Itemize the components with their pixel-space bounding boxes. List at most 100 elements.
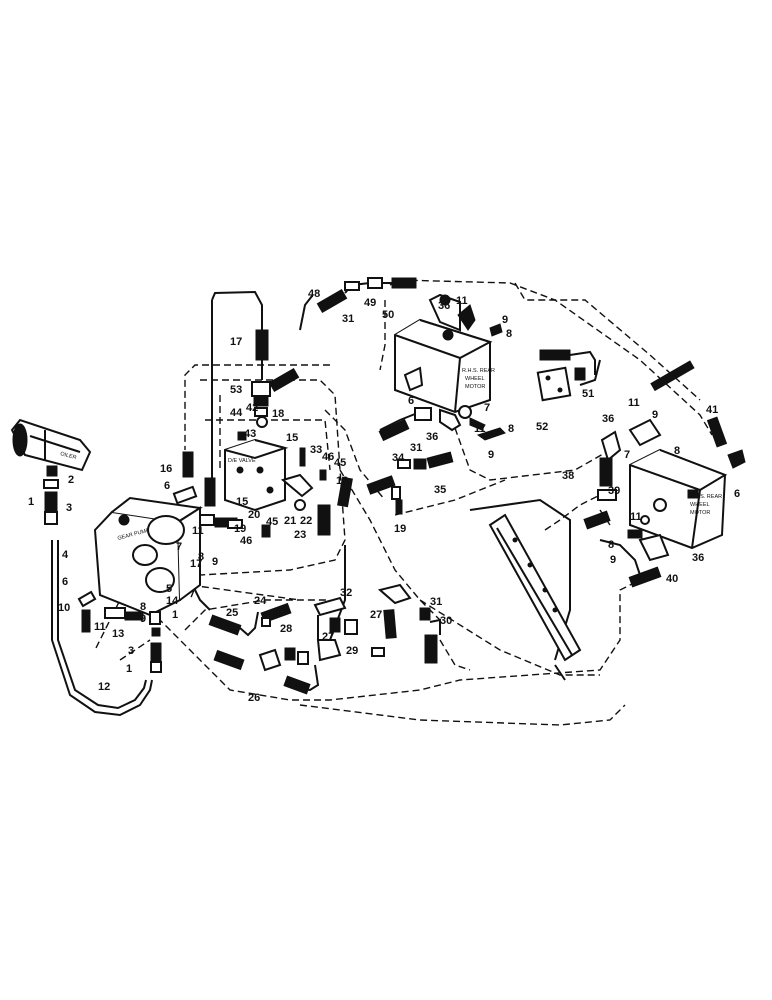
central-hoses — [366, 451, 454, 515]
part-label: 44 — [230, 407, 243, 419]
part-label: 41 — [706, 404, 718, 416]
part-label: 11 — [628, 397, 640, 409]
part-label: 49 — [364, 297, 376, 309]
frame-crossmember — [488, 513, 582, 662]
part-label: 6 — [62, 576, 68, 588]
part-label: 4 — [62, 549, 69, 561]
part-label: 23 — [294, 529, 306, 541]
part-label: 12 — [98, 681, 110, 693]
part-label: 9 — [140, 613, 146, 625]
part-label: 3 — [66, 502, 72, 514]
part-label: 2 — [68, 474, 74, 486]
part-label: 36 — [438, 300, 450, 312]
part-label: 31 — [342, 313, 354, 325]
part-label: 24 — [254, 595, 267, 607]
pump-fittings — [77, 590, 162, 673]
part-label: 11 — [630, 511, 642, 523]
control-valve-block: D/E VALVE — [224, 438, 353, 538]
part-label: 20 — [248, 509, 260, 521]
bottom-pipe-assembly — [208, 583, 441, 695]
part-label: 38 — [562, 470, 574, 482]
rhs-motor-label-3: MOTOR — [465, 384, 485, 390]
part-label: 7 — [484, 402, 490, 414]
lhs-motor-label-3: MOTOR — [690, 510, 710, 516]
part-label: 16 — [160, 463, 172, 475]
lhs-motor-label-2: WHEEL — [690, 502, 710, 508]
part-label: 9 — [610, 554, 616, 566]
part-label: 8 — [506, 328, 512, 340]
lhs-motor-label-1: L.H.S. REAR — [690, 494, 722, 500]
part-label: 7 — [624, 449, 630, 461]
part-label: 45 — [334, 457, 346, 469]
part-label: 25 — [226, 607, 238, 619]
part-label: 33 — [310, 444, 322, 456]
part-label: 8 — [608, 539, 614, 551]
part-label: 1 — [126, 663, 132, 675]
part-label: 51 — [582, 388, 594, 400]
part-label: 8 — [198, 551, 204, 563]
part-label: 22 — [300, 515, 312, 527]
part-label: 42 — [246, 402, 258, 414]
part-label: 6 — [164, 480, 170, 492]
cooler-fitting-stack — [43, 465, 59, 525]
part-label: 40 — [666, 573, 678, 585]
part-label: 34 — [392, 452, 405, 464]
part-label: 3 — [128, 645, 134, 657]
part-label: 17 — [190, 558, 202, 570]
part-label: 6 — [734, 488, 740, 500]
part-label: 8 — [140, 601, 146, 613]
part-label: 14 — [166, 595, 179, 607]
part-label: 27 — [370, 609, 382, 621]
part-label: 18 — [272, 408, 284, 420]
part-label: 17 — [230, 336, 242, 348]
rhs-motor-label-1: R.H.S. REAR — [462, 368, 495, 374]
part-label: 46 — [240, 535, 252, 547]
part-label: 15 — [236, 496, 248, 508]
part-label: 9 — [488, 449, 494, 461]
part-label: 11 — [456, 295, 468, 307]
part-label: 13 — [336, 475, 348, 487]
part-label: 36 — [426, 431, 438, 443]
part-label: 11 — [94, 621, 106, 633]
part-label: 5 — [166, 583, 172, 595]
oil-cooler: OILER — [10, 418, 92, 472]
part-label: 29 — [346, 645, 358, 657]
part-label: 32 — [340, 587, 352, 599]
part-label: 31 — [410, 442, 422, 454]
cooler-label: OILER — [59, 451, 77, 461]
part-label: 27 — [322, 631, 334, 643]
lhs-rear-wheel-motor: L.H.S. REAR WHEEL MOTOR — [583, 416, 746, 588]
rhs-motor-hoses — [378, 349, 695, 442]
rhs-rear-wheel-motor: R.H.S. REAR WHEEL MOTOR — [394, 293, 503, 419]
part-number-labels: 1 2 3 4 6 10 13 11 8 9 14 1 3 1 12 5 7 1… — [28, 288, 740, 704]
part-label: 8 — [674, 445, 680, 457]
part-label: 7 — [176, 541, 182, 553]
part-label: 36 — [692, 552, 704, 564]
part-label: 1 — [28, 496, 34, 508]
gear-pump: GEAR PUMP — [93, 496, 203, 617]
part-label: 9 — [652, 409, 658, 421]
part-label: 15 — [286, 432, 298, 444]
part-label: 53 — [230, 384, 242, 396]
part-label: 45 — [266, 516, 278, 528]
part-label: 1 — [172, 609, 178, 621]
part-label: 39 — [608, 485, 620, 497]
part-label: 10 — [58, 602, 70, 614]
part-label: 31 — [430, 596, 442, 608]
part-label: 9 — [502, 314, 508, 326]
part-label: 13 — [112, 628, 124, 640]
top-hose-assembly — [316, 277, 417, 314]
part-label: 43 — [244, 428, 256, 440]
part-label: 48 — [308, 288, 320, 300]
part-label: 46 — [322, 451, 334, 463]
valve-block-label: D/E VALVE — [228, 458, 256, 464]
part-label: 26 — [248, 692, 260, 704]
part-label: 52 — [536, 421, 548, 433]
left-hoses — [172, 451, 238, 528]
part-label: 30 — [440, 615, 452, 627]
part-label: 36 — [602, 413, 614, 425]
part-label: 19 — [234, 523, 246, 535]
part-label: 8 — [508, 423, 514, 435]
part-label: 19 — [394, 523, 406, 535]
